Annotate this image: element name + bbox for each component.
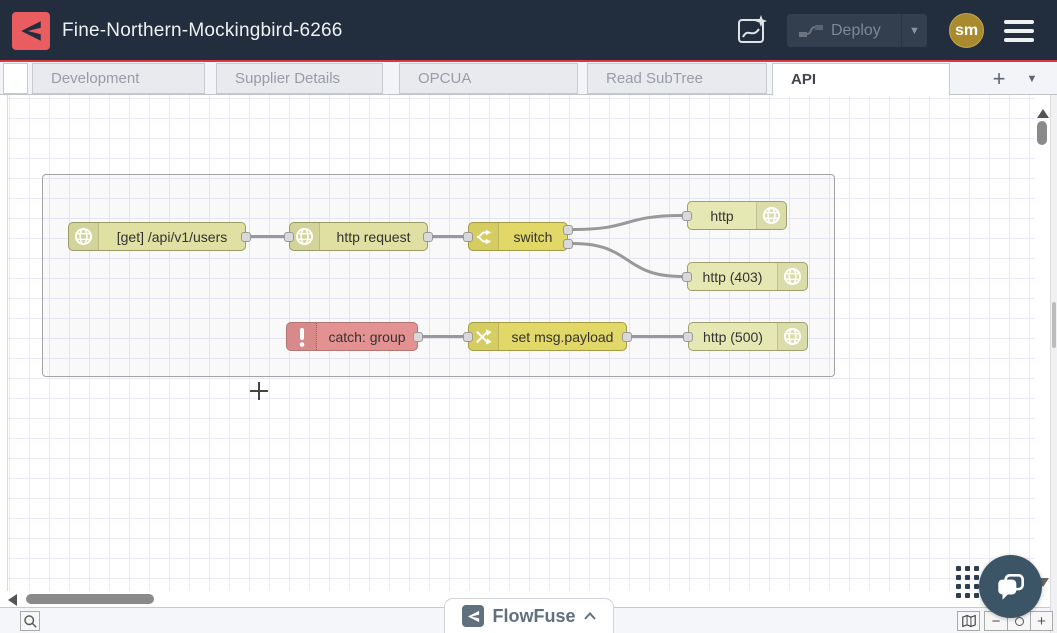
fork-icon bbox=[469, 223, 499, 250]
node-label: http (500) bbox=[703, 328, 763, 345]
tab-api[interactable]: API bbox=[772, 63, 950, 96]
deploy-flow-icon bbox=[799, 24, 823, 37]
search-icon bbox=[24, 615, 37, 628]
globe-icon bbox=[756, 202, 786, 229]
output-port[interactable] bbox=[563, 225, 573, 235]
tab-supplier-details[interactable]: Supplier Details bbox=[216, 63, 383, 94]
globe-icon bbox=[69, 223, 99, 250]
output-port[interactable] bbox=[423, 232, 433, 242]
vertical-scroll-thumb[interactable] bbox=[1037, 121, 1047, 145]
tab-label: Supplier Details bbox=[235, 70, 341, 87]
main-menu-button[interactable] bbox=[1004, 20, 1034, 42]
shuffle-icon bbox=[469, 323, 499, 350]
hamburger-bar bbox=[1004, 29, 1034, 33]
input-port[interactable] bbox=[682, 211, 692, 221]
globe-icon bbox=[290, 223, 320, 250]
navigator-toggle-button[interactable] bbox=[957, 611, 980, 631]
workspace-tab-bar: Development Supplier Details OPCUA Read Sub… bbox=[0, 62, 1057, 96]
vertical-scrollbar[interactable] bbox=[1035, 95, 1050, 607]
page-scrollbar[interactable] bbox=[1050, 95, 1057, 633]
flowfuse-logo-glyph bbox=[21, 21, 41, 41]
scroll-left-arrow[interactable] bbox=[8, 594, 17, 606]
exclamation-icon bbox=[287, 323, 317, 350]
map-icon bbox=[961, 614, 976, 628]
node-catch-group[interactable]: catch: group bbox=[286, 322, 423, 351]
zoom-in-button[interactable]: + bbox=[1030, 611, 1053, 631]
add-flow-button[interactable]: + bbox=[992, 65, 1006, 91]
input-port[interactable] bbox=[463, 232, 473, 242]
node-label: set msg.payload bbox=[511, 328, 614, 345]
node-set-payload[interactable]: set msg.payload bbox=[463, 322, 632, 351]
flowfuse-badge-label: FlowFuse bbox=[492, 605, 576, 626]
page-scroll-thumb[interactable] bbox=[1052, 302, 1056, 348]
node-label: switch bbox=[513, 228, 553, 245]
tab-opcua[interactable]: OPCUA bbox=[399, 63, 578, 94]
hamburger-bar bbox=[1004, 20, 1034, 24]
user-avatar[interactable]: sm bbox=[949, 13, 984, 48]
deploy-button[interactable]: Deploy ▼ bbox=[787, 14, 927, 47]
hamburger-bar bbox=[1004, 38, 1034, 42]
tab-development[interactable]: Development bbox=[32, 63, 205, 94]
tab-label: API bbox=[791, 71, 817, 88]
globe-icon bbox=[777, 323, 807, 350]
node-label: http bbox=[710, 207, 734, 224]
node-label: [get] /api/v1/users bbox=[116, 228, 228, 245]
flowfuse-badge-glyph bbox=[467, 610, 480, 622]
input-port[interactable] bbox=[682, 272, 692, 282]
node-http-response-403[interactable]: http (403) bbox=[682, 262, 808, 291]
zoom-reset-icon bbox=[1014, 616, 1024, 626]
flowfuse-badge[interactable]: FlowFuse bbox=[444, 598, 614, 633]
widget-drag-handle[interactable] bbox=[956, 566, 979, 607]
node-get-users[interactable]: [get] /api/v1/users bbox=[68, 222, 251, 251]
input-port[interactable] bbox=[284, 232, 294, 242]
scroll-down-arrow[interactable] bbox=[1037, 578, 1049, 587]
chat-support-button[interactable] bbox=[979, 555, 1042, 618]
instance-title: Fine-Northern-Mockingbird-6266 bbox=[62, 20, 343, 41]
globe-icon bbox=[777, 263, 807, 290]
flowfuse-logo bbox=[12, 12, 50, 50]
node-http-response-500[interactable]: http (500) bbox=[683, 322, 808, 351]
tab-label: Read SubTree bbox=[606, 70, 704, 87]
node-http-request[interactable]: http request bbox=[284, 222, 433, 251]
tab-list-menu-button[interactable]: ▼ bbox=[1026, 72, 1038, 85]
flow-assistant-button[interactable] bbox=[736, 13, 768, 47]
deploy-main[interactable]: Deploy bbox=[787, 22, 901, 40]
output-port[interactable] bbox=[241, 232, 251, 242]
output-port[interactable] bbox=[563, 239, 573, 249]
chat-icon bbox=[997, 573, 1024, 600]
scroll-up-arrow[interactable] bbox=[1037, 109, 1049, 118]
node-label: http request bbox=[336, 228, 411, 245]
horizontal-scroll-thumb[interactable] bbox=[26, 594, 154, 604]
tab-read-subtree[interactable]: Read SubTree bbox=[587, 63, 767, 94]
flow-assistant-icon bbox=[738, 15, 767, 43]
node-switch[interactable]: switch bbox=[463, 222, 573, 251]
output-port[interactable] bbox=[622, 332, 632, 342]
deploy-options-caret[interactable]: ▼ bbox=[901, 14, 927, 47]
tab-label: Development bbox=[51, 70, 140, 87]
flowfuse-badge-logo bbox=[462, 605, 485, 627]
tab-bar-left-spacer bbox=[3, 63, 28, 94]
deploy-label: Deploy bbox=[831, 21, 881, 39]
node-http-response[interactable]: http bbox=[682, 201, 787, 230]
node-label: catch: group bbox=[328, 328, 406, 345]
output-port[interactable] bbox=[413, 332, 423, 342]
tab-label: OPCUA bbox=[418, 70, 472, 87]
input-port[interactable] bbox=[683, 332, 693, 342]
flow-canvas[interactable]: [get] /api/v1/users http request switch htt… bbox=[0, 95, 1035, 591]
node-label: http (403) bbox=[702, 268, 763, 285]
chevron-up-icon bbox=[583, 612, 596, 620]
search-button[interactable] bbox=[20, 611, 40, 631]
app-header: Fine-Northern-Mockingbird-6266 Deploy ▼ … bbox=[0, 0, 1057, 62]
input-port[interactable] bbox=[463, 332, 473, 342]
